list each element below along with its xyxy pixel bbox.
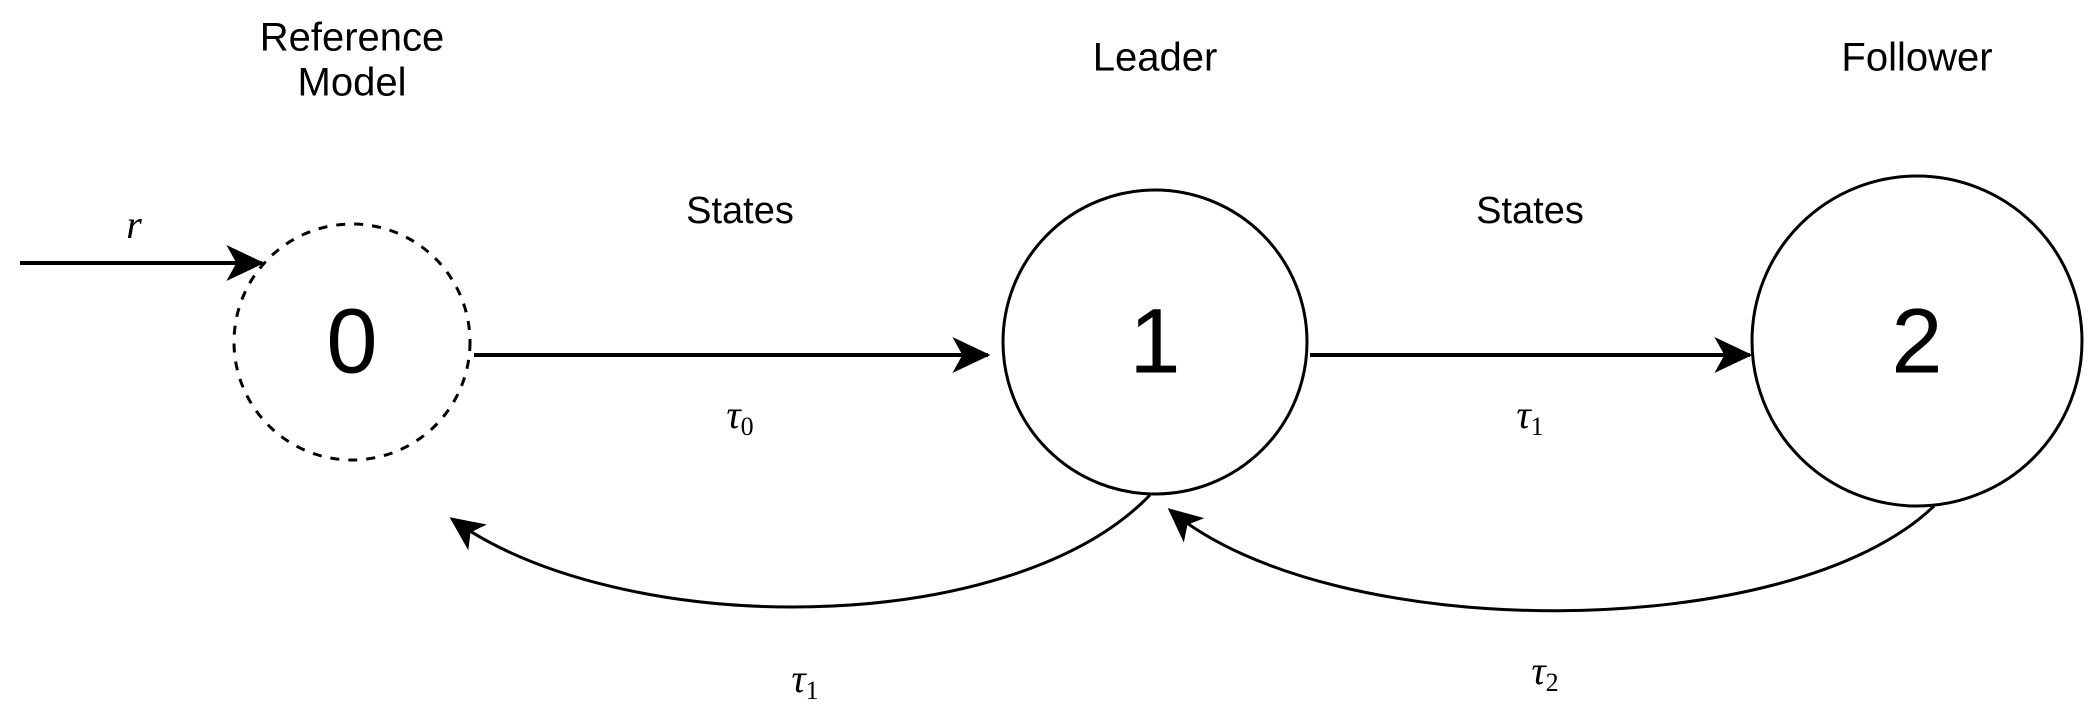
edge-reference-to-leader-label-tau: τ0 xyxy=(726,392,753,441)
edge-follower-to-leader-feedback-label-tau: τ2 xyxy=(1531,648,1558,697)
edge-leader-to-follower[interactable]: States τ1 xyxy=(1310,190,1753,441)
edge-reference-to-leader-label-states: States xyxy=(686,190,794,232)
node-reference-model-title-line2: Model xyxy=(298,61,407,105)
node-follower-number: 2 xyxy=(1891,290,1942,392)
edge-reference-to-leader[interactable]: States τ0 xyxy=(474,190,991,441)
node-leader-number: 1 xyxy=(1129,290,1180,392)
edge-follower-to-leader-feedback-curve[interactable] xyxy=(1167,504,1936,613)
edge-leader-to-follower-label-states: States xyxy=(1476,190,1584,232)
node-reference-model[interactable]: Reference Model 0 xyxy=(232,16,472,462)
edge-leader-to-reference-feedback-curve[interactable] xyxy=(449,493,1152,609)
edge-leader-to-reference-feedback-label-tau: τ1 xyxy=(791,656,818,705)
edge-input-reference[interactable]: r xyxy=(20,202,265,281)
edge-follower-to-leader-feedback[interactable]: τ2 xyxy=(1167,504,1936,697)
node-reference-model-number: 0 xyxy=(326,290,377,392)
node-follower[interactable]: Follower 2 xyxy=(1750,36,2084,508)
node-leader-circle[interactable] xyxy=(1001,188,1309,496)
edge-leader-to-reference-feedback[interactable]: τ1 xyxy=(449,493,1152,705)
node-leader-title: Leader xyxy=(1093,36,1218,80)
node-leader[interactable]: Leader 1 xyxy=(1001,36,1309,496)
edge-input-label-r: r xyxy=(126,202,142,247)
node-reference-model-title-line1: Reference xyxy=(260,16,445,60)
edge-leader-to-follower-label-tau: τ1 xyxy=(1516,392,1543,441)
node-reference-model-circle[interactable] xyxy=(232,222,472,462)
node-follower-title: Follower xyxy=(1841,36,1992,80)
